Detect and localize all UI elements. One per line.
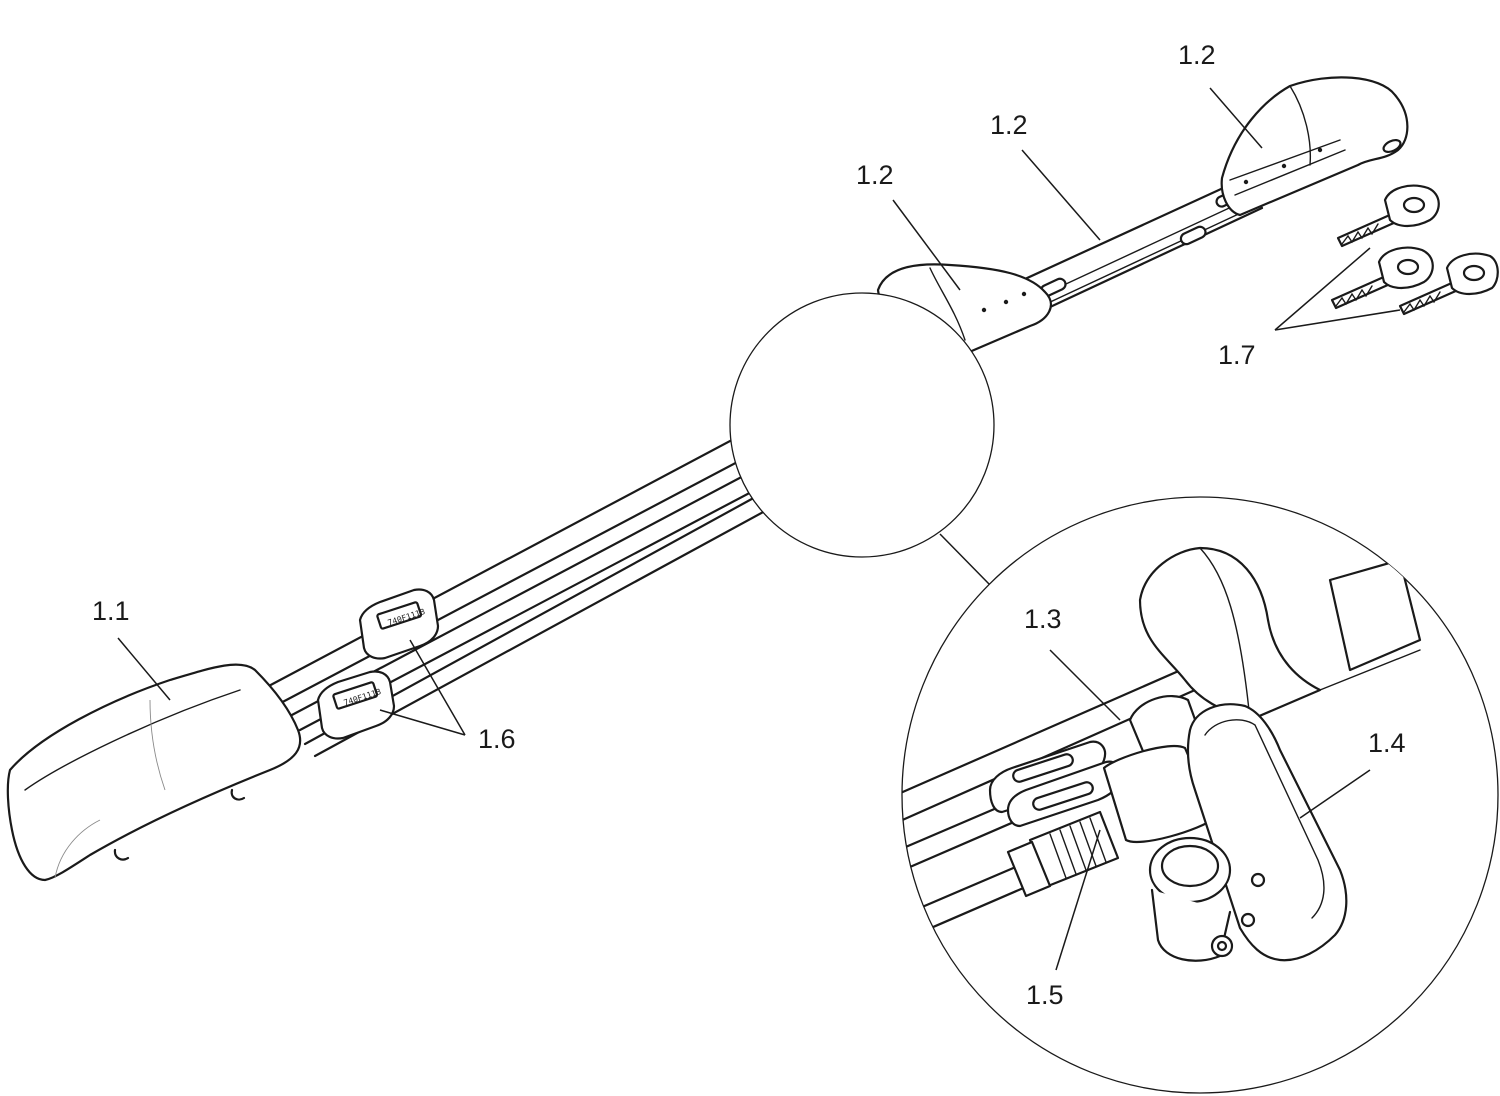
detail-magnifier (729, 292, 1499, 1094)
callout-clamp-detail: 1.4 (1368, 728, 1406, 758)
callout-spring-detail: 1.5 (1026, 980, 1064, 1010)
strap-buckle-lower: 740F111B (316, 670, 396, 740)
callout-arm-pad-end: 1.2 (1178, 40, 1216, 70)
callout-arm-middle: 1.2 (990, 110, 1028, 140)
end-pad (1220, 76, 1409, 217)
main-assembly: 740F111B 740F111B (6, 76, 1499, 882)
callout-straps: 1.6 (478, 724, 516, 754)
base-pad (6, 663, 302, 882)
leader-lines (117, 87, 1401, 971)
callout-tube-detail: 1.3 (1024, 604, 1062, 634)
callout-labels: 1.2 1.2 1.2 1.1 1.3 1.4 1.5 1.6 1.7 (92, 40, 1406, 1010)
callout-arm-pad-inner: 1.2 (856, 160, 894, 190)
key-icon-top (1336, 184, 1440, 248)
detail-enlarged-content (902, 546, 1422, 962)
callout-keys: 1.7 (1218, 340, 1256, 370)
magnifier-connector-line (939, 533, 991, 586)
callout-base-pad: 1.1 (92, 596, 130, 626)
key-icon-bottom (1398, 252, 1499, 316)
key-icon-middle (1330, 246, 1434, 310)
strap-buckle-upper: 740F111B (358, 588, 440, 660)
detail-source-circle (729, 292, 995, 558)
